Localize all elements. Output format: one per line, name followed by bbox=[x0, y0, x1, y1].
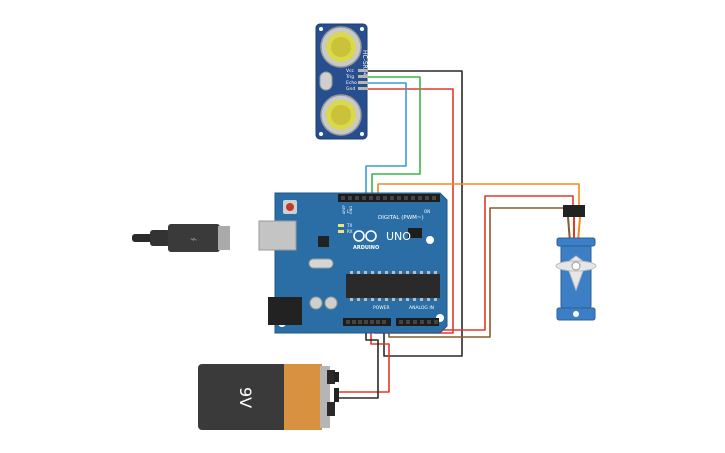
on-label: ON bbox=[424, 209, 430, 214]
pin-label-vcc: Vcc bbox=[346, 68, 355, 74]
aref-label: AREF bbox=[342, 205, 346, 214]
capacitor bbox=[324, 296, 338, 310]
usb-cable[interactable]: ⌁ bbox=[132, 224, 230, 252]
usb-plug-metal bbox=[218, 226, 230, 250]
battery-label: 9V bbox=[236, 387, 255, 408]
usb-chip bbox=[318, 236, 329, 247]
model-label: UNO bbox=[386, 230, 411, 243]
pin-label-echo: Echo bbox=[346, 80, 357, 86]
analog-header-pins bbox=[399, 320, 438, 324]
transducer-top bbox=[320, 26, 362, 68]
brand-label: ARDUINO bbox=[353, 245, 379, 251]
pin-label-trig: Trig bbox=[345, 74, 354, 80]
mount-hole bbox=[319, 132, 323, 136]
board-mount-hole bbox=[426, 236, 434, 244]
usb-plug-body bbox=[168, 224, 220, 252]
battery-cap bbox=[320, 366, 330, 428]
digital-label: DIGITAL (PWM~) bbox=[378, 215, 424, 221]
servo-shaft bbox=[571, 261, 581, 271]
usb-cable-strain bbox=[150, 230, 170, 246]
mount-hole bbox=[360, 27, 364, 31]
tx-label: TX bbox=[346, 223, 352, 228]
ultrasonic-sensor[interactable]: HC-SR04 Vcc Trig Echo Gnd bbox=[315, 23, 368, 140]
chip-pins bbox=[350, 271, 437, 301]
digital-header[interactable] bbox=[338, 194, 440, 202]
icsp-header bbox=[408, 228, 422, 238]
battery-9v[interactable]: 9V bbox=[198, 364, 339, 430]
mount-hole bbox=[319, 27, 323, 31]
atmega-chip bbox=[346, 274, 440, 298]
power-jack bbox=[268, 297, 302, 325]
crystal-oscillator bbox=[308, 258, 334, 269]
pin-label-gnd: Gnd bbox=[346, 86, 355, 92]
digital-header-pins bbox=[341, 196, 436, 200]
gnd-label: GND bbox=[349, 206, 353, 214]
capacitor bbox=[309, 296, 323, 310]
wire-servo-signal[interactable] bbox=[377, 183, 580, 211]
servo-motor[interactable] bbox=[555, 205, 597, 321]
wire-battery-negative[interactable] bbox=[336, 322, 379, 399]
battery-terminals bbox=[327, 370, 339, 416]
mount-hole bbox=[360, 132, 364, 136]
crystal bbox=[319, 71, 333, 91]
wire-battery-positive[interactable] bbox=[336, 322, 390, 393]
transducer-bottom bbox=[320, 94, 362, 136]
rx-label: RX bbox=[347, 229, 353, 234]
arduino-uno[interactable]: AREF GND DIGITAL (PWM~) TX RX L ON ARDUI… bbox=[258, 192, 448, 334]
arduino-logo-icon bbox=[353, 230, 377, 242]
sensor-pin-header bbox=[358, 69, 368, 90]
wire-sensor-echo[interactable] bbox=[365, 82, 407, 195]
usb-icon: ⌁ bbox=[190, 232, 197, 246]
led-tx bbox=[338, 224, 344, 227]
servo-tab-hole bbox=[573, 311, 579, 317]
analog-header[interactable] bbox=[396, 318, 439, 326]
battery-label-panel bbox=[284, 364, 322, 430]
power-label: POWER bbox=[373, 305, 390, 311]
reset-button-cap bbox=[286, 203, 294, 211]
wire-sensor-trig[interactable] bbox=[368, 76, 421, 195]
servo-tab-top bbox=[556, 237, 596, 247]
usb-jack bbox=[258, 220, 297, 251]
analog-label: ANALOG IN bbox=[409, 305, 434, 311]
servo-connector[interactable] bbox=[563, 205, 585, 217]
power-header-pins bbox=[346, 320, 386, 324]
sensor-model-label: HC-SR04 bbox=[361, 50, 368, 77]
l-label: L bbox=[347, 209, 350, 214]
led-rx bbox=[338, 230, 344, 233]
